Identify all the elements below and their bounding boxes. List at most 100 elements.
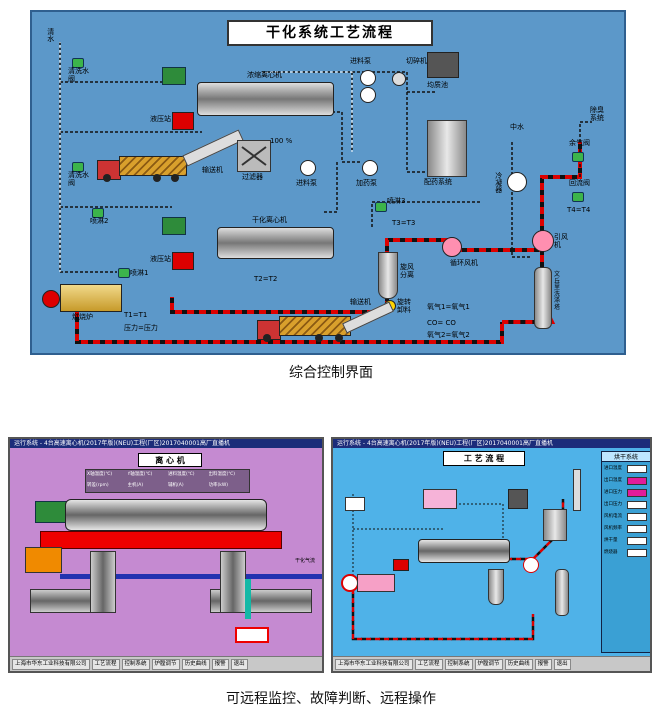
fan-small[interactable]	[523, 557, 539, 573]
process-title: 工 艺 流 程	[443, 451, 525, 466]
hydraulic-station-2[interactable]	[172, 252, 194, 270]
dosing-pump[interactable]	[362, 160, 378, 176]
oxygen2-readout: 氧气2=氧气2	[427, 331, 470, 339]
liquid-outlet	[245, 579, 251, 619]
side-row-label: 出口温度	[604, 478, 622, 483]
readout-label: 转差(rpm)	[87, 482, 109, 488]
side-row-value	[627, 477, 647, 485]
motor-1	[162, 67, 186, 85]
conveyor-label-1: 输送机	[202, 166, 223, 174]
side-row-label: 风机频率	[604, 526, 622, 531]
dosing-system-label: 配药系统	[424, 178, 452, 186]
main-caption: 综合控制界面	[289, 365, 373, 381]
left-bottom-toolbar: 上海市华东工业科技有限公司 工艺流程 控制系统 炉膛调节 历史曲线 报警 退出	[10, 656, 322, 671]
main-title: 干化系统工艺流程	[227, 20, 433, 46]
side-row-label: 风机电流	[604, 514, 622, 519]
chimney	[573, 469, 581, 511]
wash-valve-1[interactable]	[72, 58, 84, 68]
centrifuge-screen: 运行系统 - 4台高速离心机(2017年版)(NEU)工程(厂区)2017040…	[8, 437, 324, 673]
circulation-fan[interactable]	[442, 237, 462, 257]
side-panel-header: 烘干系统	[602, 452, 650, 462]
filter	[237, 140, 271, 172]
nav-furnace-button[interactable]: 炉膛调节	[151, 658, 180, 670]
nav-history-button[interactable]: 历史曲线	[504, 658, 533, 670]
clear-water-label: 清水	[46, 28, 55, 42]
t2-readout: T2=T2	[254, 275, 278, 283]
spray-valve-3[interactable]	[375, 202, 387, 212]
cutter-label: 切碎机	[406, 57, 427, 65]
filter-label: 过滤器	[242, 173, 263, 181]
drying-centrifuge[interactable]	[217, 227, 334, 259]
feed-pump-b[interactable]	[360, 87, 376, 103]
deodorizer-label: 除臭系统	[590, 106, 604, 122]
nav-process-button[interactable]: 工艺流程	[91, 658, 120, 670]
nav-exit-button[interactable]: 退出	[553, 658, 571, 670]
return-valve-label: 回流阀	[569, 179, 590, 187]
t4-readout: T4=T4	[567, 206, 591, 214]
side-row-label: 燃烧器	[604, 550, 618, 555]
readout-grid: X轴温度(℃) Y轴温度(℃) 进料温度(℃) 出料温度(℃) 转差(rpm) …	[85, 469, 250, 493]
readout-label: Y轴温度(℃)	[127, 472, 153, 477]
induced-draft-fan[interactable]	[532, 230, 554, 252]
side-row-label: 进口温度	[604, 466, 622, 471]
nav-history-button[interactable]: 历史曲线	[181, 658, 210, 670]
readout-label: 功率(kW)	[208, 482, 229, 488]
main-motor	[35, 501, 67, 523]
nav-alarm-button[interactable]: 报警	[211, 658, 229, 670]
wash-valve-2[interactable]	[72, 162, 84, 172]
dry-air-label: 干化气流	[295, 558, 316, 564]
hydraulic-station-1[interactable]	[172, 112, 194, 130]
feed-pump-2[interactable]	[300, 160, 316, 176]
dosing-unit	[423, 489, 457, 509]
side-row-label: 烘干量	[604, 538, 618, 543]
discharge-chute-right	[220, 551, 246, 613]
side-row-value	[627, 537, 647, 545]
nav-exit-button[interactable]: 退出	[230, 658, 248, 670]
readout-label: 主机(A)	[127, 482, 144, 488]
side-row-value	[627, 501, 647, 509]
hydraulic-small[interactable]	[393, 559, 409, 571]
conveyor-label-2: 输送机	[350, 298, 371, 306]
readout-label: 进料温度(℃)	[168, 472, 195, 477]
thickening-centrifuge[interactable]	[197, 82, 334, 116]
drain-tank	[345, 497, 365, 511]
circulation-fan-label: 循环风机	[450, 259, 478, 267]
return-valve[interactable]	[572, 192, 584, 202]
discharge-chute-left	[90, 551, 116, 613]
bottom-caption: 可远程监控、故障判断、远程操作	[226, 691, 436, 707]
homogenizer-tank	[427, 52, 459, 78]
centrifuge-drum[interactable]	[65, 499, 267, 531]
side-readout-panel: 烘干系统 进口温度 出口温度 进口压力 出口压力 风机电流 风机频率 烘干量 燃…	[601, 451, 650, 653]
drying-centrifuge-small[interactable]	[418, 539, 510, 563]
condenser-label: 冷凝器	[494, 172, 503, 193]
spray-valve-1[interactable]	[118, 268, 130, 278]
nav-control-button[interactable]: 控制系统	[121, 658, 150, 670]
right-window-titlebar: 运行系统 - 4台高速离心机(2017年版)(NEU)工程(厂区)2017040…	[333, 439, 650, 448]
nav-furnace-button[interactable]: 炉膛调节	[474, 658, 503, 670]
nav-control-button[interactable]: 控制系统	[444, 658, 473, 670]
pressure-readout: 压力=压力	[124, 324, 158, 332]
cutter[interactable]	[392, 72, 406, 86]
centrifuge-base	[40, 531, 282, 549]
nav-alarm-button[interactable]: 报警	[534, 658, 552, 670]
spray2-label: 喷淋2	[90, 217, 109, 225]
homogenizer-label: 均质池	[427, 81, 448, 89]
cyclone-separator	[378, 252, 398, 299]
oxygen1-readout: 氧气1=氧气1	[427, 303, 470, 311]
liquid-tank	[235, 627, 269, 643]
right-bottom-toolbar: 上海市华东工业科技有限公司 工艺流程 控制系统 炉膛调节 历史曲线 报警 退出	[333, 656, 650, 671]
scrubber-small	[555, 569, 569, 616]
control-box[interactable]	[25, 547, 62, 573]
vent-valve[interactable]	[572, 152, 584, 162]
burner-fan[interactable]	[42, 290, 60, 308]
cyclone-small	[488, 569, 504, 605]
nav-process-button[interactable]: 工艺流程	[414, 658, 443, 670]
side-row-value	[627, 465, 647, 473]
side-row-label: 进口压力	[604, 490, 622, 495]
feed-pump[interactable]	[360, 70, 376, 86]
dosing-tank	[427, 120, 467, 177]
cyclone-label: 旋风分离	[400, 263, 414, 279]
co-readout: CO= CO	[427, 319, 456, 327]
spray-valve-2[interactable]	[92, 208, 104, 218]
process-screen: 运行系统 - 4台高速离心机(2017年版)(NEU)工程(厂区)2017040…	[331, 437, 652, 673]
